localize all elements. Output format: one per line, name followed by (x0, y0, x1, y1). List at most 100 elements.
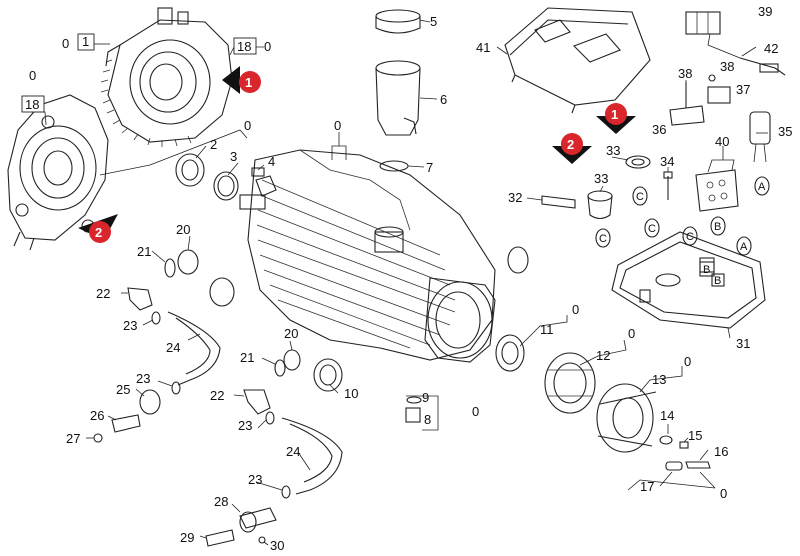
nut-part-15 (679, 441, 689, 449)
callout-38: 38 (678, 66, 692, 81)
svg-text:A: A (758, 181, 766, 193)
assembly-step-marker-1: 1 (596, 103, 636, 134)
callout-23: 23 (238, 418, 252, 433)
o-ring-part-23b (265, 411, 275, 425)
capacitor-part-35 (749, 111, 771, 163)
callout-0: 0 (472, 404, 479, 419)
letter-circle-a: A (754, 176, 770, 196)
assembly-step-marker-2: 2 (78, 214, 118, 243)
assembly-step-marker-1: 1 (222, 66, 261, 94)
callout-8: 8 (424, 412, 431, 427)
callout-1: 1 (82, 34, 89, 49)
callout-22: 22 (96, 286, 110, 301)
bush-part-33b (587, 190, 613, 220)
callout-23: 23 (136, 371, 150, 386)
callout-0: 0 (684, 354, 691, 369)
callout-30: 30 (270, 538, 284, 553)
callout-27: 27 (66, 431, 80, 446)
callout-5: 5 (430, 14, 437, 29)
callout-0: 0 (264, 39, 271, 54)
letter-circle-a: A (736, 236, 752, 256)
letter-circle-c: C (682, 226, 698, 246)
callout-17: 17 (640, 479, 654, 494)
svg-text:1: 1 (245, 75, 252, 90)
drain-plug-part-8 (405, 407, 421, 423)
svg-text:1: 1 (611, 107, 618, 122)
callout-6: 6 (440, 92, 447, 107)
callout-15: 15 (688, 428, 702, 443)
screw-part-29 (205, 529, 235, 547)
callout-0: 0 (29, 68, 36, 83)
callout-26: 26 (90, 408, 104, 423)
callout-boxes (21, 33, 257, 113)
callout-21: 21 (240, 350, 254, 365)
filter-part-10 (313, 358, 343, 392)
callout-labels: 0 1 18 0 0 18 0 2 3 4 0 5 6 7 41 39 42 3… (25, 4, 792, 553)
washer-part-14 (659, 435, 673, 445)
callout-10: 10 (344, 386, 358, 401)
callout-28: 28 (214, 494, 228, 509)
callout-33: 33 (606, 143, 620, 158)
grommet-part-33a (625, 155, 651, 169)
filter-cap-part-5 (375, 9, 421, 34)
switch-part-39 (685, 11, 741, 59)
svg-text:2: 2 (95, 225, 102, 240)
bolt-part-16 (685, 461, 711, 469)
elbow-part-22a (127, 287, 153, 311)
callout-24: 24 (286, 444, 300, 459)
callout-0: 0 (572, 302, 579, 317)
callout-16: 16 (714, 444, 728, 459)
callout-33: 33 (594, 171, 608, 186)
svg-text:B: B (714, 275, 721, 287)
screw-part-38b (708, 74, 716, 82)
key-part-4 (251, 167, 265, 177)
seal-part-11 (495, 334, 525, 372)
callout-14: 14 (660, 408, 674, 423)
bracket-part-36 (669, 105, 705, 126)
o-ring-part-23d (281, 485, 291, 499)
filter-bowl-part-6 (375, 60, 421, 136)
callout-37: 37 (736, 82, 750, 97)
callout-23: 23 (248, 472, 262, 487)
electrical-cover-part-41 (504, 7, 651, 114)
svg-text:A: A (740, 241, 748, 253)
bearing-part-12 (544, 352, 596, 414)
callout-22: 22 (210, 388, 224, 403)
connector-part-20b (283, 349, 301, 371)
main-crankcase-housing (209, 149, 529, 363)
o-ring-part-23c (171, 381, 181, 395)
callout-42: 42 (764, 41, 778, 56)
o-ring-part-9 (406, 396, 422, 404)
callout-36: 36 (652, 122, 666, 137)
svg-text:C: C (648, 223, 656, 235)
strip-part-32 (541, 195, 576, 209)
ring-gear-part-3 (213, 171, 239, 201)
end-shield-housing-top (100, 7, 233, 147)
callout-2: 2 (210, 137, 217, 152)
callout-21: 21 (137, 244, 151, 259)
callout-18: 18 (25, 97, 39, 112)
elbow-part-22b (243, 389, 271, 415)
callout-0: 0 (62, 36, 69, 51)
assembly-step-marker-2: 2 (552, 133, 592, 164)
bearing-part-2 (175, 153, 205, 187)
callout-39: 39 (758, 4, 772, 19)
callout-40: 40 (715, 134, 729, 149)
svg-text:C: C (599, 233, 607, 245)
svg-text:B: B (703, 264, 710, 276)
nipple-part-26 (111, 414, 141, 433)
callout-0: 0 (720, 486, 727, 501)
terminal-block-part-37 (707, 86, 731, 104)
callout-0: 0 (628, 326, 635, 341)
callout-7: 7 (426, 160, 433, 175)
o-ring-part-21b (274, 359, 286, 377)
o-ring-part-21a (164, 258, 176, 278)
svg-text:2: 2 (567, 137, 574, 152)
svg-text:C: C (636, 191, 644, 203)
letter-circle-c: C (644, 218, 660, 238)
callout-0: 0 (244, 118, 251, 133)
callout-38: 38 (720, 59, 734, 74)
letter-circle-c: C (595, 228, 611, 248)
